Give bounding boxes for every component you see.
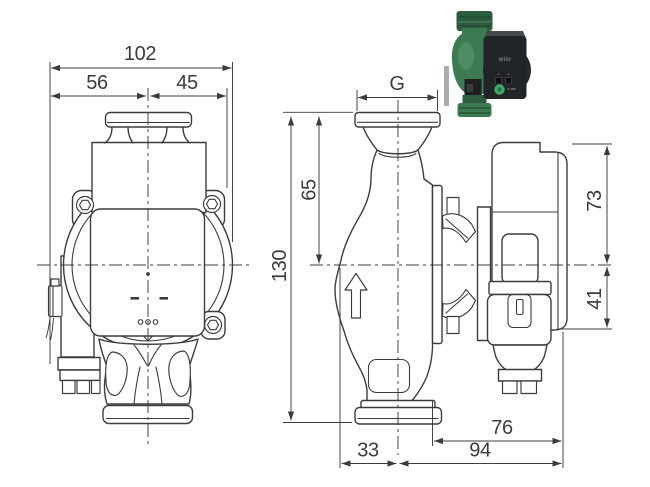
front-top-flange [104,111,193,128]
photo-knob-mark [507,88,510,90]
product-photo: wilo [444,11,531,117]
side-pump-body [334,149,434,404]
dim-module-width-label: 76 [491,417,513,439]
panel-led-indicators [137,319,159,325]
side-centerlines [310,100,612,455]
side-top-flange [354,111,441,128]
dimension-front-right-width: 45 [150,72,227,100]
photo-indicator-dot-left [497,73,500,75]
photo-edge-fragment [444,66,449,106]
dimension-center-to-right: 94 [399,440,562,467]
side-dimensions: G 65 130 73 41 76 [269,73,612,468]
photo-volute-highlight [458,42,474,70]
photo-logo-text: wilo [498,57,511,63]
dim-center-to-top-label: 73 [584,190,606,212]
front-control-panel [89,208,206,342]
dimension-front-left-width: 56 [50,72,147,100]
flow-direction-arrow-icon [344,272,368,319]
side-retaining-clamps [441,196,477,335]
dim-center-to-module-bottom-label: 41 [584,288,606,310]
side-motor-flange-disc [431,184,443,345]
photo-pump-body [451,11,498,117]
dimension-module-width: 76 [433,417,562,445]
dim-center-to-right-label: 94 [469,440,491,462]
dimension-thread: G [357,73,437,101]
dim-front-left-width-label: 56 [86,72,108,94]
photo-display-window-right [505,77,512,85]
side-view: G 65 130 73 41 76 [269,73,612,468]
photo-display-window-left [495,77,502,85]
dim-front-total-width-label: 102 [124,43,156,65]
photo-clamp-detail [467,84,473,92]
side-control-knob [501,233,539,285]
dim-port-length-label: 130 [269,250,291,282]
dimension-flange-to-center: 65 [299,116,323,264]
photo-indicator-dot-right [507,73,510,75]
dim-center-to-left-label: 33 [357,440,379,462]
front-dimensions: 102 56 45 [49,43,233,364]
front-pump-head [91,141,207,214]
side-cable-connector [486,280,552,395]
panel-dash-left [130,297,139,300]
photo-control-module: wilo [483,31,531,99]
dim-thread-label: G [389,73,404,95]
side-body-recess [367,358,411,394]
photo-module-face [483,36,527,99]
side-neck [362,126,433,151]
front-view: 102 56 45 [37,43,253,445]
dimension-center-to-left: 33 [341,440,397,467]
front-neck [104,126,191,144]
photo-knob-label-mark [511,88,516,90]
photo-bottom-union-nut [457,103,492,117]
photo-knob-center [497,87,502,92]
dimension-center-to-top: 73 [584,145,611,264]
panel-dash-right [159,297,168,300]
dimension-port-length: 130 [269,116,295,421]
dim-front-right-width-label: 45 [176,72,198,94]
front-centerlines [37,88,253,445]
front-plug-and-terminals [45,278,101,395]
dim-flange-to-center-label: 65 [299,179,321,201]
front-volute [98,338,199,405]
dimension-center-to-module-bottom: 41 [584,266,611,328]
dimension-front-total-width: 102 [50,43,232,72]
front-mounting-bolts [75,194,226,340]
